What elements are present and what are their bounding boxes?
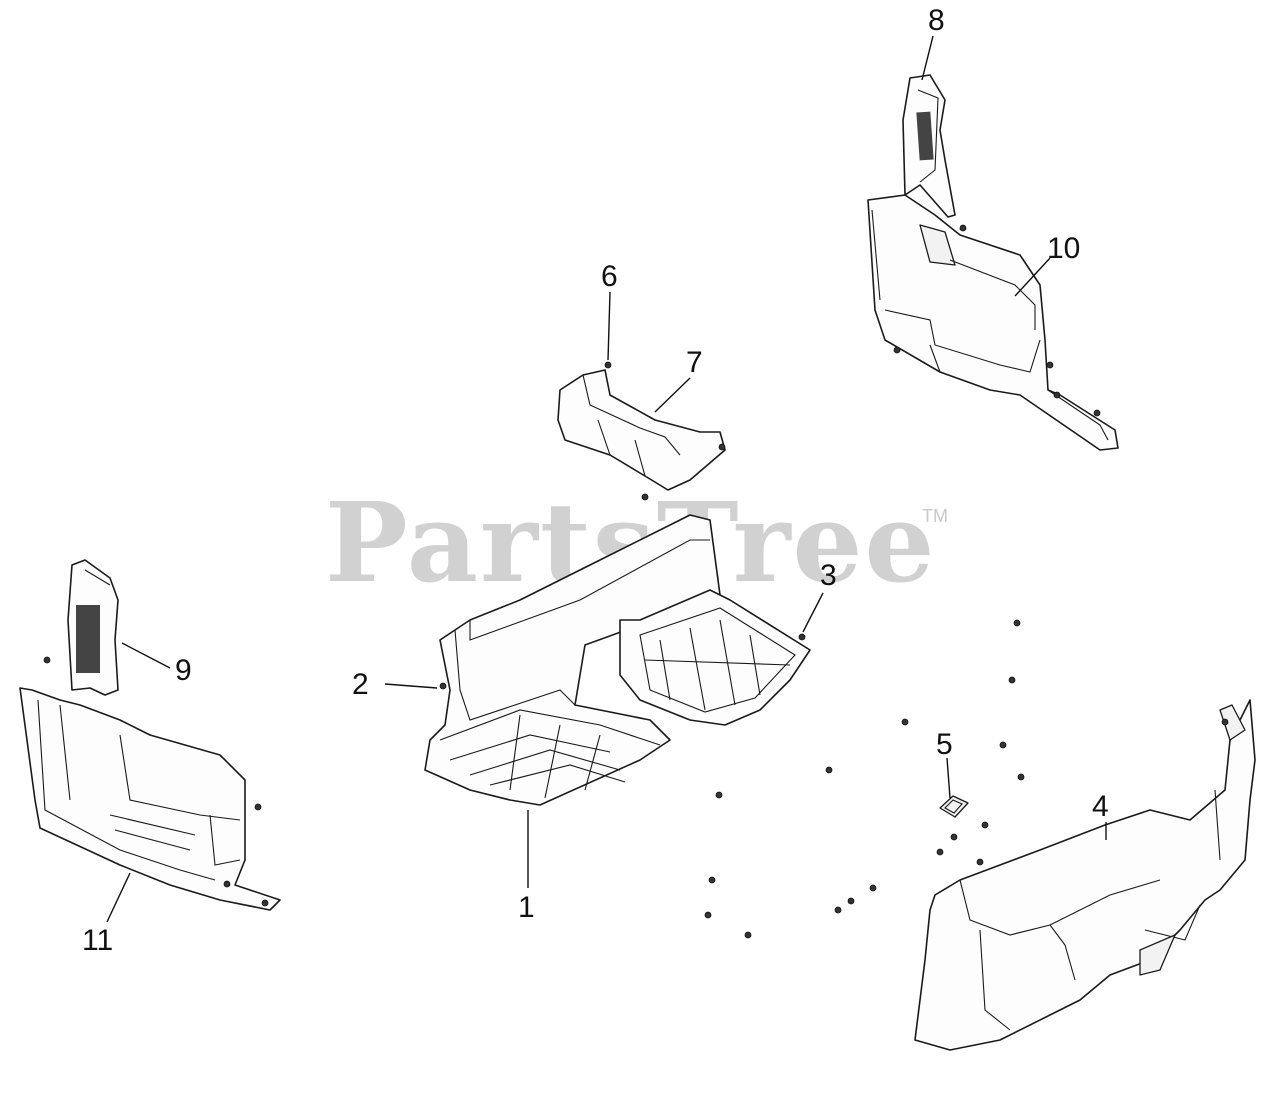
part-4-rear-panel — [914, 699, 1256, 1051]
leader-3 — [802, 592, 824, 633]
leader-2 — [384, 683, 438, 689]
callout-9: 9 — [175, 654, 192, 687]
part-7-center-console — [557, 361, 726, 501]
part-11-left-side-panel — [19, 687, 281, 911]
loose-fasteners — [704, 619, 1025, 939]
callout-11: 11 — [82, 924, 114, 957]
leader-5 — [946, 757, 951, 799]
leader-lines — [106, 35, 1107, 923]
callout-8: 8 — [928, 4, 945, 37]
callout-3: 3 — [820, 559, 837, 592]
leader-10 — [1014, 257, 1051, 297]
leader-8 — [921, 35, 934, 81]
callout-4: 4 — [1092, 790, 1109, 823]
callout-1: 1 — [518, 891, 535, 924]
leader-6 — [607, 291, 611, 361]
callout-7: 7 — [686, 346, 703, 379]
part-10-right-side-panel — [867, 194, 1119, 451]
callout-6: 6 — [601, 260, 618, 293]
part-8-vent-panel — [902, 74, 956, 218]
callout-10: 10 — [1047, 232, 1081, 265]
part-1-floor-pan — [424, 514, 721, 806]
leader-7 — [654, 377, 691, 413]
part-5-bracket — [939, 795, 969, 818]
callout-2: 2 — [352, 668, 369, 701]
leader-11 — [106, 872, 131, 923]
leader-9 — [121, 642, 171, 669]
part-9-vent-panel — [43, 559, 119, 696]
callout-5: 5 — [936, 728, 953, 761]
watermark-trademark: TM — [922, 506, 948, 526]
part-3-right-floor-pan — [619, 589, 811, 726]
